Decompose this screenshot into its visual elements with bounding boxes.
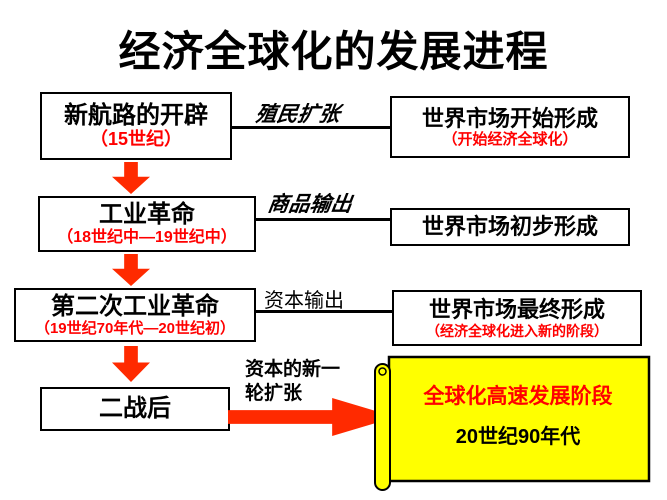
box-sub-text: （15世纪）	[89, 129, 183, 150]
box-sub-text: （19世纪70年代—20世纪初）	[34, 320, 236, 338]
box-new-sea-routes: 新航路的开辟 （15世纪）	[40, 92, 232, 160]
scroll-banner: 全球化高速发展阶段 20世纪90年代	[370, 352, 656, 494]
down-arrow-icon	[112, 346, 150, 382]
connector-line	[232, 126, 390, 129]
scroll-text: 全球化高速发展阶段 20世纪90年代	[392, 380, 644, 449]
label-commodity-export: 商品输出	[266, 191, 354, 216]
box-main-text: 二战后	[99, 395, 171, 423]
connector-line	[256, 310, 392, 313]
box-main-text: 第二次工业革命	[51, 292, 219, 320]
box-main-text: 新航路的开辟	[64, 101, 208, 129]
banner-main-text: 全球化高速发展阶段	[423, 385, 613, 408]
box-sub-text: （18世纪中—19世纪中）	[57, 228, 237, 246]
box-main-text: 世界市场初步形成	[421, 214, 598, 240]
box-main-text: 世界市场最终形成	[428, 297, 605, 323]
box-main-text: 工业革命	[99, 201, 195, 228]
connector-line	[256, 218, 392, 221]
label-colonial-expansion: 殖民扩张	[254, 101, 342, 126]
label-new-round-capital-expansion: 资本的新一轮扩张	[245, 358, 341, 404]
box-main-text: 世界市场开始形成	[421, 105, 598, 131]
box-sub-text: （经济全球化进入新的阶段）	[426, 322, 608, 339]
page-title: 经济全球化的发展进程	[118, 28, 549, 75]
box-world-market-begins: 世界市场开始形成 （开始经济全球化）	[390, 96, 630, 158]
box-sub-text: （开始经济全球化）	[442, 131, 578, 149]
down-arrow-icon	[112, 254, 150, 286]
box-second-industrial-revolution: 第二次工业革命 （19世纪70年代—20世纪初）	[14, 288, 256, 342]
label-capital-export: 资本输出	[264, 288, 344, 312]
down-arrow-icon	[112, 162, 150, 194]
box-post-wwii: 二战后	[40, 387, 230, 431]
scroll-shape-icon	[374, 355, 651, 491]
banner-sub-text: 20世纪90年代	[455, 426, 581, 448]
box-industrial-revolution: 工业革命 （18世纪中—19世纪中）	[38, 196, 256, 252]
box-world-market-final: 世界市场最终形成 （经济全球化进入新的阶段）	[392, 290, 642, 346]
box-world-market-initial: 世界市场初步形成	[390, 208, 630, 246]
